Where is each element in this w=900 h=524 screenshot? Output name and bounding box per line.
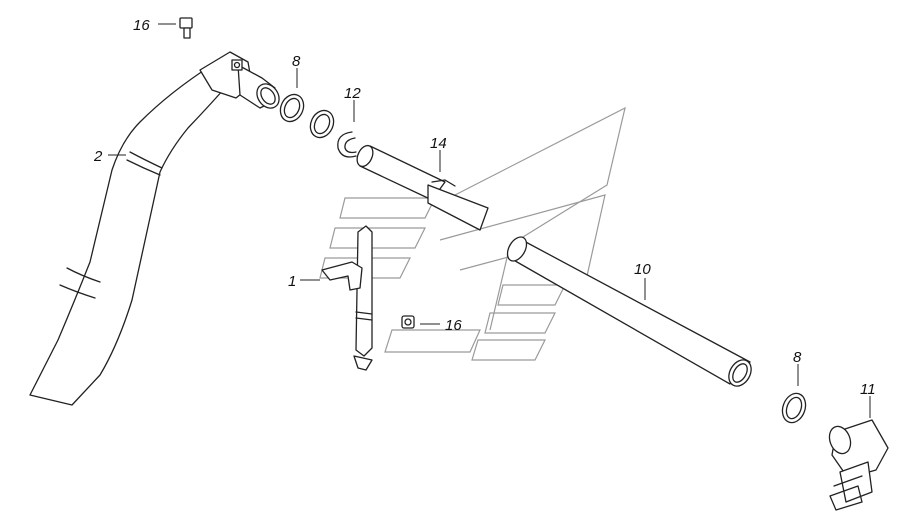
part-16-bolt-middle <box>401 315 415 329</box>
part-16-bolt-top <box>179 17 193 39</box>
callout-8-lower: 8 <box>793 349 802 366</box>
callout-11: 11 <box>860 381 876 398</box>
callout-14: 14 <box>430 135 447 152</box>
part-8-ring-lower <box>781 392 807 424</box>
callout-8-upper: 8 <box>292 53 301 70</box>
part-2-hose <box>29 51 280 406</box>
part-11-fitting <box>828 419 889 511</box>
part-10-long-tube <box>506 236 752 387</box>
part-12-snap-ring <box>337 131 357 158</box>
part-1-bracket-pipe <box>321 225 373 371</box>
callout-1: 1 <box>288 273 296 290</box>
callout-16-middle: 16 <box>445 317 462 334</box>
part-8-ring-upper <box>279 93 335 139</box>
callout-2: 2 <box>93 148 103 165</box>
leader-lines <box>108 23 871 418</box>
callout-16-top: 16 <box>133 17 150 34</box>
callout-12: 12 <box>344 85 361 102</box>
part-14-tube <box>356 144 489 231</box>
callout-10: 10 <box>634 261 651 278</box>
